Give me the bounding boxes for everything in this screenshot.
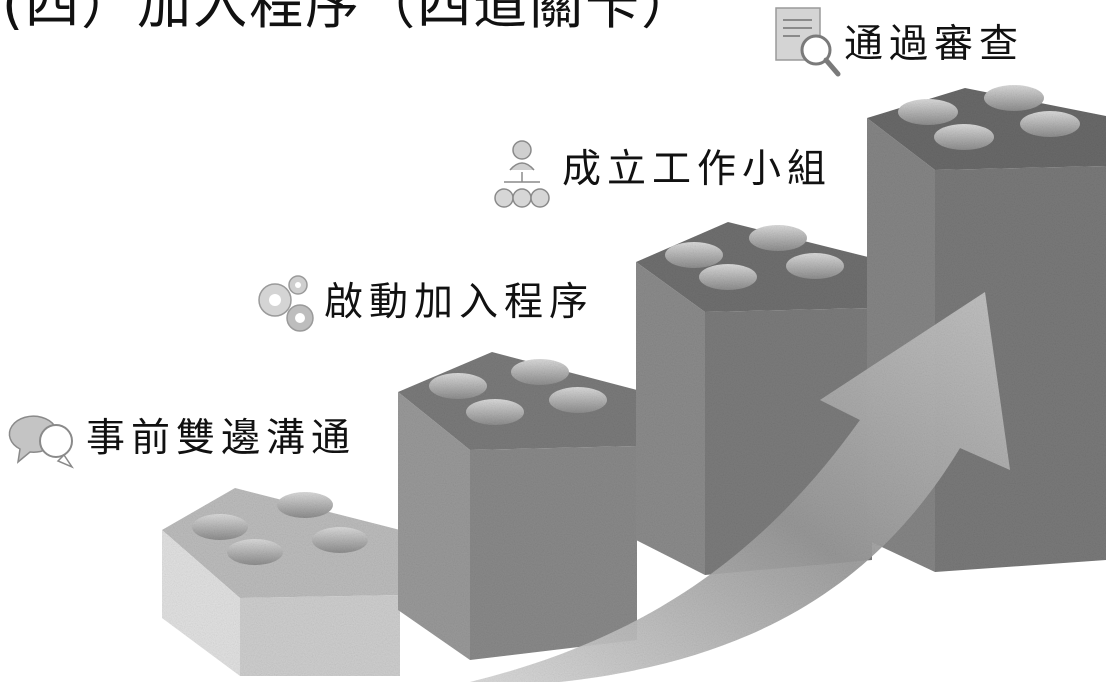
block-step-1 — [162, 488, 400, 676]
block-step-4 — [867, 85, 1106, 572]
chat-bubbles-icon — [8, 415, 75, 469]
block-4-studs — [898, 85, 1080, 150]
block-3-studs — [665, 225, 844, 290]
block-step-2 — [398, 352, 637, 660]
step-label-1: 事前雙邊溝通 — [86, 416, 357, 461]
block-2-studs — [429, 359, 607, 425]
page-title: (四）加入程序（四道關卡） — [2, 0, 698, 36]
document-magnifier-icon — [775, 7, 841, 77]
step-label-4: 通過審查 — [844, 22, 1025, 67]
growth-arrow — [470, 292, 1010, 682]
step-label-2: 啟動加入程序 — [324, 280, 595, 325]
block-1-studs — [192, 492, 368, 565]
gears-icon — [258, 275, 314, 332]
team-org-icon — [494, 140, 550, 208]
step-label-3: 成立工作小組 — [562, 147, 833, 192]
